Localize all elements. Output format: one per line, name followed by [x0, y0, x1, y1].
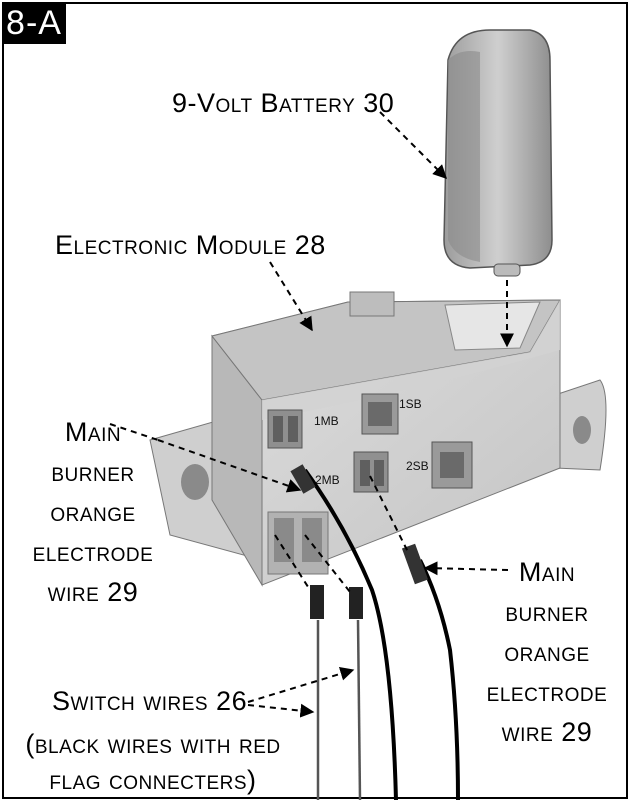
- battery-label: 9-Volt Battery 30: [172, 88, 395, 118]
- left-wire-label: Main burner orange electrode wire 29: [32, 417, 154, 607]
- switch-wires: [316, 619, 362, 801]
- port-1mb-label: 1MB: [314, 414, 339, 428]
- port-1sb-label: 1SB: [399, 397, 422, 411]
- leader-lines: [109, 111, 514, 718]
- electronic-module-body: 1MB 1SB 2MB 2SB: [211, 291, 561, 587]
- switch-wires-note: (black wires with red flag connecters): [25, 729, 281, 795]
- electrode-wires: [303, 468, 460, 801]
- port-2sb-label: 2SB: [406, 459, 429, 473]
- figure-tag: 8-A: [2, 2, 66, 44]
- switch-wires-label: Switch wires 26: [52, 686, 248, 716]
- mounting-bracket-right: [554, 379, 607, 471]
- battery-icon: [443, 29, 553, 277]
- module-label: Electronic Module 28: [55, 230, 326, 260]
- wire-connectors: [290, 464, 429, 619]
- port-2mb-label: 2MB: [315, 473, 340, 487]
- right-wire-label: Main burner orange electrode wire 29: [486, 557, 608, 747]
